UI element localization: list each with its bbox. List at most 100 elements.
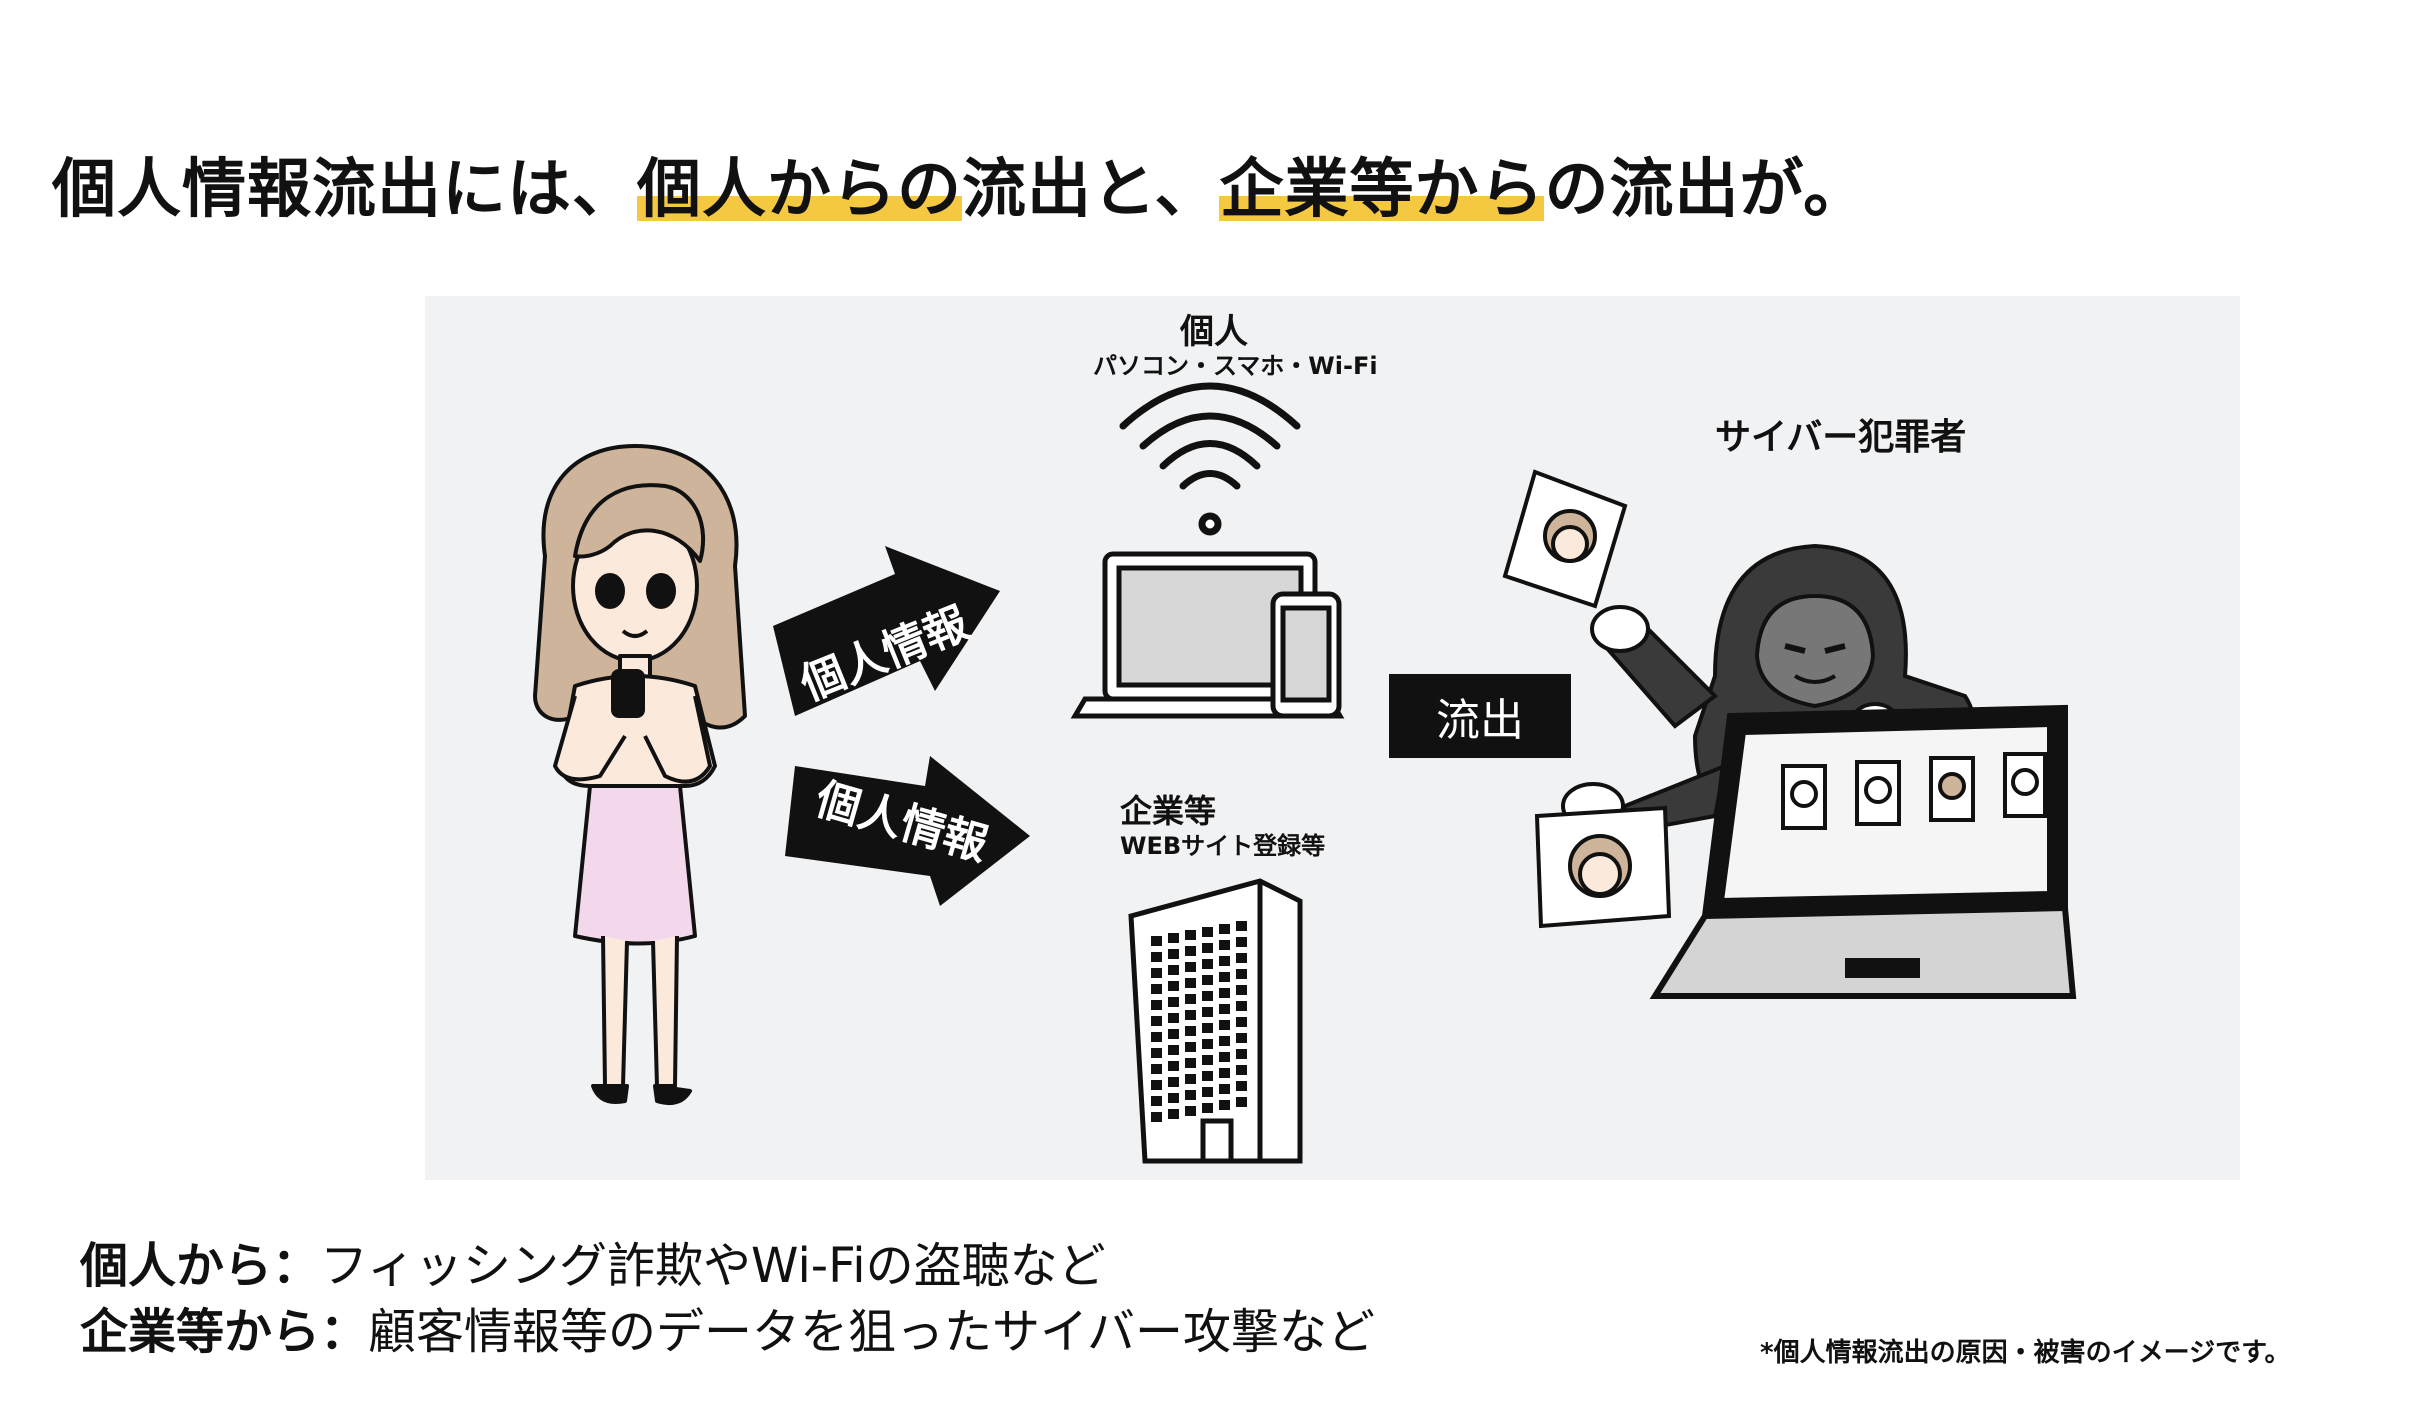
building-window [1236,1001,1247,1011]
arrow-personal-info-1 [773,546,1000,716]
building-window [1236,1049,1247,1059]
building-window [1202,991,1213,1001]
person-label: 個人 [1180,312,1248,352]
arrow-personal-info-2 [785,756,1030,906]
title-part1: 個人情報流出には、 [52,153,637,227]
criminal-label: サイバー犯罪者 [1715,417,1967,458]
building-window [1168,933,1179,943]
building-window [1168,1093,1179,1103]
building-window [1185,1026,1196,1036]
building-window [1168,1077,1179,1087]
building-window [1168,1029,1179,1039]
building-window [1185,930,1196,940]
building-window [1185,1074,1196,1084]
caption-company-head: 企業等から： [80,1304,369,1360]
building-window [1202,943,1213,953]
building-window [1219,1068,1230,1078]
building-window [1151,1080,1162,1090]
building-window [1151,1000,1162,1010]
caption-company: 企業等から：顧客情報等のデータを狙ったサイバー攻撃など [80,1292,1375,1362]
building-window [1219,1020,1230,1030]
building-window [1236,1081,1247,1091]
title-highlight-2: 企業等から [1219,153,1545,227]
title-part2: 流出と、 [962,153,1220,227]
company-sublabel: WEBサイト登録等 [1120,832,1326,860]
illustration-panel: 個人 パソコン・スマホ・Wi-Fi 企業等 WEBサイト登録等 サイバー犯罪者 … [425,296,2240,1180]
building-window [1168,981,1179,991]
laptop-icon [1070,551,1345,719]
building-window [1168,997,1179,1007]
building-window [1202,1055,1213,1065]
leak-badge: 流出 [1389,674,1571,758]
illustration-svg [533,382,2077,1164]
building-window [1219,1052,1230,1062]
title-part3: の流出が。 [1544,153,1869,227]
building-window [1185,1058,1196,1068]
footnote: *個人情報流出の原因・被害のイメージです。 [1760,1338,2291,1368]
building-window [1185,994,1196,1004]
building-windows [1151,921,1247,1122]
caption-personal-head: 個人から： [80,1238,321,1294]
building-window [1185,962,1196,972]
building-window [1151,1064,1162,1074]
building-window [1185,1106,1196,1116]
building-window [1236,921,1247,931]
stolen-photo-2 [1534,805,1672,929]
building-window [1202,1039,1213,1049]
building-window [1168,949,1179,959]
building-window [1219,924,1230,934]
building-window [1168,1061,1179,1071]
title-highlight-1: 個人からの [637,153,962,227]
building-window [1202,927,1213,937]
building-window [1219,1100,1230,1110]
building-window [1151,1016,1162,1026]
building-window [1168,1109,1179,1119]
building-window [1236,937,1247,947]
building-window [1219,1084,1230,1094]
building-window [1202,1103,1213,1113]
building-window [1151,936,1162,946]
building-window [1236,985,1247,995]
wifi-icon [1119,382,1301,536]
page-title: 個人情報流出には、個人からの流出と、企業等からの流出が。 [52,138,1868,238]
building-window [1236,969,1247,979]
caption-personal: 個人から：フィッシング詐欺やWi-Fiの盗聴など [80,1226,1106,1296]
building-window [1236,1033,1247,1043]
building-window [1151,1032,1162,1042]
building-window [1151,968,1162,978]
building-window [1219,956,1230,966]
building-window [1151,1096,1162,1106]
building-window [1185,1010,1196,1020]
building-window [1151,984,1162,994]
building-window [1219,1036,1230,1046]
building-window [1168,1013,1179,1023]
building-window [1202,1023,1213,1033]
building-window [1202,1071,1213,1081]
building-window [1219,988,1230,998]
laptop-profile-photos [1781,752,2047,830]
building-window [1151,952,1162,962]
smartphone-icon [1270,591,1342,719]
building-window [1219,1004,1230,1014]
building-window [1236,1065,1247,1075]
building-window [1236,1017,1247,1027]
building-window [1185,1042,1196,1052]
building-window [1151,1112,1162,1122]
building-window [1219,940,1230,950]
building-window [1219,972,1230,982]
building-window [1202,1007,1213,1017]
stolen-photo-1 [1502,469,1628,609]
building-window [1185,978,1196,988]
person-sublabel: パソコン・スマホ・Wi-Fi [1093,352,1378,380]
caption-company-text: 顧客情報等のデータを狙ったサイバー攻撃など [368,1304,1376,1360]
building-window [1236,953,1247,963]
building-window [1236,1097,1247,1107]
company-label: 企業等 [1120,792,1217,830]
caption-personal-text: フィッシング詐欺やWi-Fiの盗聴など [320,1238,1106,1294]
building-window [1185,1090,1196,1100]
building-window [1202,959,1213,969]
building-window [1151,1048,1162,1058]
building-window [1202,975,1213,985]
building-window [1185,946,1196,956]
building-window [1168,1045,1179,1055]
